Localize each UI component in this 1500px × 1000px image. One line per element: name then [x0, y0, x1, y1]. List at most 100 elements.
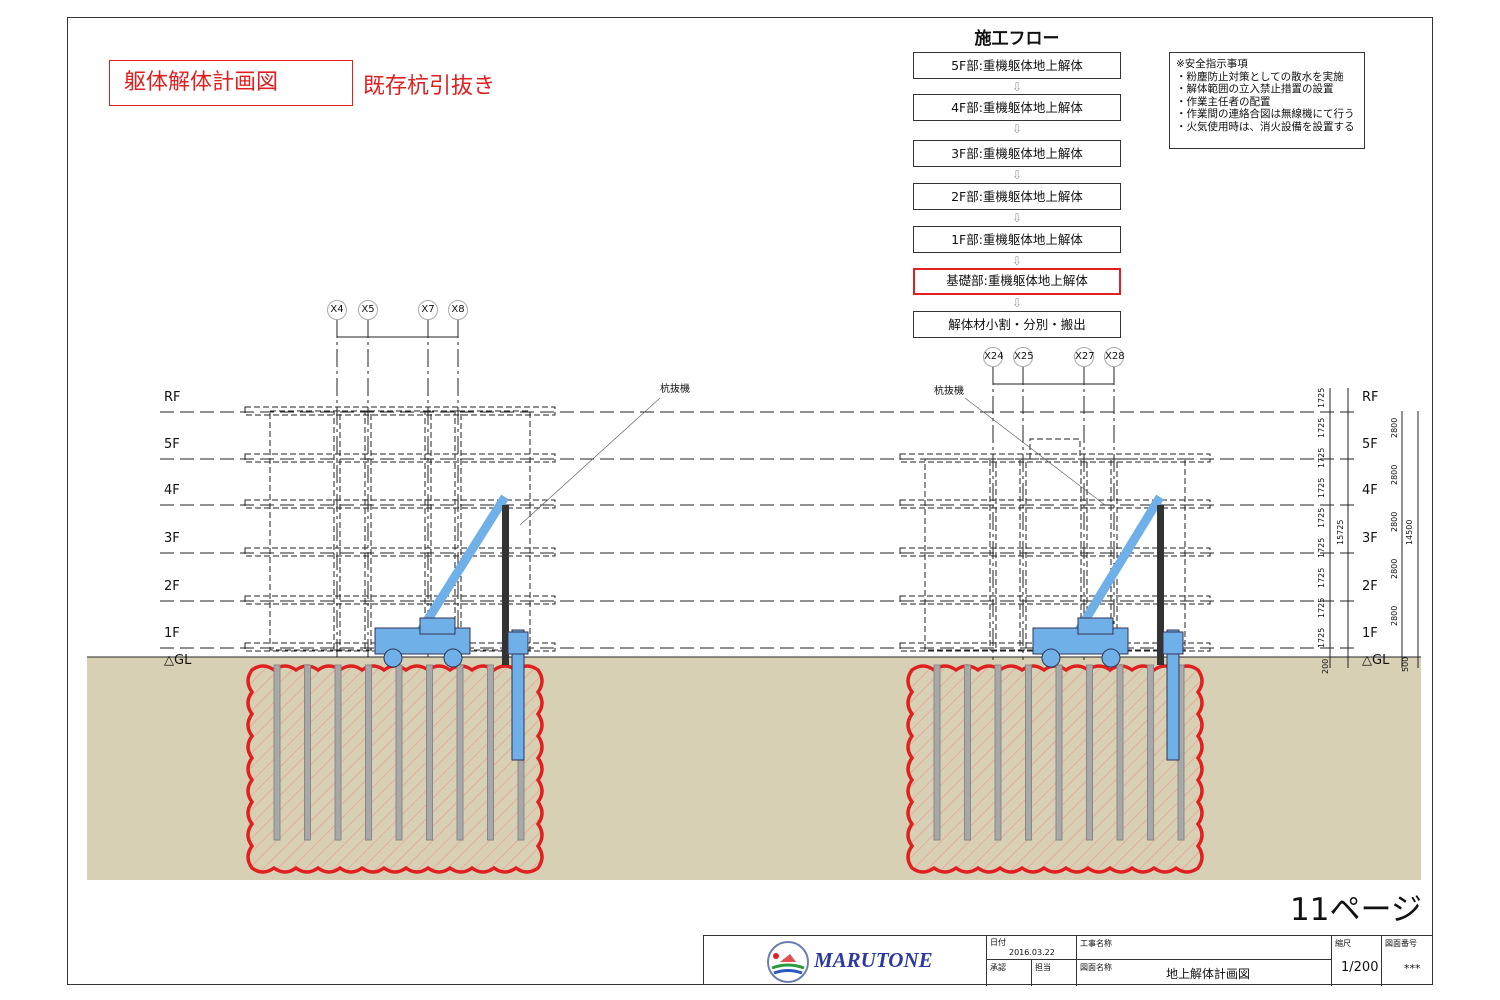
dimension-text: 1725	[1317, 417, 1326, 438]
floor-label: 2F	[1362, 579, 1378, 594]
date-value: 2016.03.22	[1009, 948, 1055, 957]
number-value: ***	[1404, 962, 1421, 975]
drawing-title: 躯体解体計画図	[109, 60, 353, 106]
crane-wheel	[443, 648, 463, 668]
existing-pile	[1147, 664, 1154, 841]
charge-label: 担当	[1035, 963, 1051, 972]
existing-pile	[395, 664, 403, 841]
flow-title: 施工フロー	[974, 29, 1060, 49]
floor-slab	[244, 406, 556, 416]
flow-step: 1F部:重機躯体地上解体	[913, 226, 1121, 253]
dimension-text: 1725	[1317, 477, 1326, 498]
safety-item: ・作業主任者の配置	[1176, 95, 1271, 108]
existing-pile	[1116, 664, 1124, 841]
floor-label: 3F	[1362, 531, 1378, 546]
page-number: 11ページ	[1290, 892, 1422, 928]
existing-pile	[487, 664, 494, 841]
existing-pile	[365, 664, 372, 841]
grid-line-marker: X8	[448, 300, 468, 320]
safety-item: ・火気使用時は、消火設備を設置する	[1176, 120, 1355, 133]
flow-arrow-icon: ⇩	[1011, 168, 1023, 182]
drawing-name-label: 図面名称	[1080, 963, 1112, 972]
flow-arrow-icon: ⇩	[1011, 296, 1023, 310]
company-logo-icon	[767, 941, 809, 983]
flow-step: 3F部:重機躯体地上解体	[913, 140, 1121, 167]
safety-item: ・解体範囲の立入禁止措置の設置	[1176, 83, 1334, 95]
dimension-text: 500	[1401, 656, 1410, 672]
crane-boom	[1069, 494, 1164, 643]
dimension-text: 1725	[1317, 507, 1326, 528]
floor-label: RF	[1362, 390, 1379, 405]
crane-wheel	[1041, 648, 1061, 668]
grid-line-marker: X28	[1104, 347, 1125, 367]
dimension-text: 1725	[1317, 627, 1326, 648]
grid-line-marker: X25	[1013, 347, 1034, 367]
floor-slab	[244, 499, 556, 509]
existing-pile	[994, 664, 1002, 841]
pile-extraction-area	[906, 664, 1204, 874]
flow-arrow-icon: ⇩	[1011, 122, 1023, 136]
crane-cab	[419, 617, 456, 635]
dimension-text: 2800	[1390, 464, 1399, 485]
dimension-text: 2800	[1390, 558, 1399, 579]
penthouse	[1029, 438, 1081, 459]
flow-arrow-icon: ⇩	[1011, 211, 1023, 225]
existing-pile	[964, 664, 971, 841]
title-block: MARUTONE 日付 2016.03.22 承認 担当 工事名称 図面名称 地…	[703, 935, 1433, 986]
existing-pile	[456, 664, 464, 841]
dimension-text: 1725	[1317, 567, 1326, 588]
dimension-text: 2800	[1390, 417, 1399, 438]
floor-label: 3F	[164, 531, 180, 546]
pile-extractor-mast	[502, 505, 509, 665]
existing-pile	[1055, 664, 1063, 841]
crane-boom	[411, 494, 509, 643]
grid-line-marker: X7	[418, 300, 438, 320]
building-outline	[269, 410, 531, 651]
existing-pile	[273, 664, 281, 841]
extracted-pile	[511, 629, 525, 761]
pile-extractor-label: 杭抜機	[660, 384, 690, 395]
existing-pile	[304, 664, 311, 841]
safety-notes: ※安全指示事項 ・粉塵防止対策としての散水を実施 ・解体範囲の立入禁止措置の設置…	[1169, 52, 1365, 149]
grid-line-marker: X24	[983, 347, 1004, 367]
pile-extraction-area	[246, 664, 544, 874]
flow-step: 4F部:重機躯体地上解体	[913, 94, 1121, 121]
grid-line-marker: X5	[358, 300, 378, 320]
dimension-text: 1725	[1317, 597, 1326, 618]
floor-slab	[899, 499, 1211, 509]
dimension-text: 15725	[1336, 519, 1345, 545]
existing-pile	[334, 664, 342, 841]
floor-slab	[244, 547, 556, 557]
floor-slab	[899, 547, 1211, 557]
flow-step: 基礎部:重機躯体地上解体	[913, 268, 1121, 295]
leader-line	[519, 397, 661, 526]
dimension-text: 1725	[1317, 447, 1326, 468]
ground-level-label: △GL	[164, 653, 192, 668]
flow-arrow-icon: ⇩	[1011, 254, 1023, 268]
grid-line-marker: X27	[1074, 347, 1095, 367]
crane-cab	[1077, 617, 1114, 635]
floor-label: 4F	[164, 483, 180, 498]
pile-extractor-mast	[1157, 505, 1164, 665]
existing-pile	[426, 664, 433, 841]
company-name: MARUTONE	[814, 948, 933, 972]
pile-extractor-label: 杭抜機	[934, 386, 964, 397]
floor-label: 5F	[1362, 437, 1378, 452]
scale-value: 1/200	[1341, 960, 1379, 975]
grid-line-marker: X4	[327, 300, 347, 320]
drawing-sheet	[67, 17, 1433, 985]
dimension-text: 1725	[1317, 387, 1326, 408]
floor-slab	[244, 595, 556, 605]
number-label: 図面番号	[1385, 939, 1417, 948]
existing-pile	[1025, 664, 1032, 841]
dimension-text: 200	[1321, 658, 1330, 674]
floor-slab	[244, 453, 556, 463]
ground-level-label: △GL	[1362, 653, 1390, 668]
scale-label: 縮尺	[1335, 939, 1351, 948]
flow-step: 5F部:重機躯体地上解体	[913, 52, 1121, 79]
safety-item: ・作業間の連絡合図は無線機にて行う	[1176, 108, 1355, 120]
floor-slab	[899, 453, 1211, 463]
safety-item: ・粉塵防止対策としての散水を実施	[1176, 70, 1344, 83]
leader-line	[964, 397, 1106, 506]
floor-label: RF	[164, 390, 181, 405]
